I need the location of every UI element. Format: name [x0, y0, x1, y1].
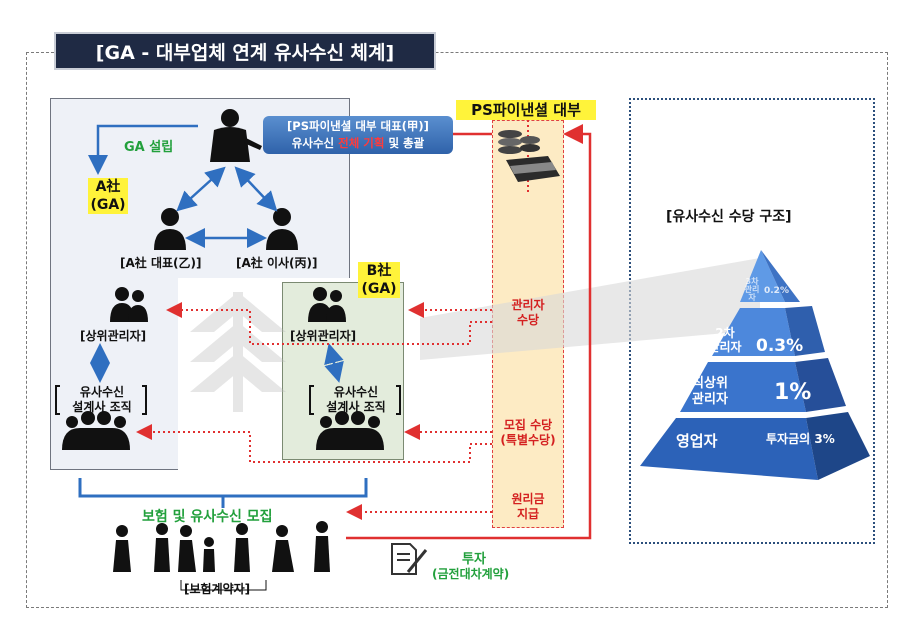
- pyramid-level-1-pct: 0.2%: [764, 286, 789, 296]
- money-stack-icon: [498, 130, 560, 182]
- a-company-name: A社: [95, 179, 121, 195]
- ps-role-highlight: 전체 기획: [338, 136, 385, 150]
- recruit-fee-line1: 모집 수당: [503, 418, 553, 432]
- pyramid-title: [유사수신 수당 구조]: [666, 209, 792, 225]
- planner-org-b-line1: 유사수신: [333, 385, 379, 399]
- planner-org-a-line2: 설계사 조직: [72, 400, 132, 414]
- a-company-type: (GA): [90, 197, 126, 213]
- level-2-label: 2차: [715, 326, 735, 340]
- upper-manager-b-label: [상위관리자]: [290, 329, 357, 343]
- ps-ceo-person-icon: [210, 109, 262, 162]
- manager-fee-label: 관리자 수당: [492, 298, 564, 328]
- ps-ceo-badge: [PS파이낸셜 대부 대표(甲)] 유사수신 전체 기획 및 총괄: [263, 116, 453, 154]
- page-title: [GA - 대부업체 연계 유사수신 체계]: [54, 32, 436, 70]
- invest-sub-label: (금전대차계약): [432, 567, 510, 581]
- planner-org-a-line1: 유사수신: [79, 385, 125, 399]
- level-1-label: 3차: [745, 277, 759, 286]
- planner-org-a-icon: [62, 411, 130, 450]
- watermark-tree-icon: [190, 292, 286, 412]
- manager-fee-line2: 수당: [516, 313, 540, 327]
- b-company-tag: B社 (GA): [358, 262, 400, 298]
- pyramid-level-4-pct: 투자금의 3%: [766, 432, 835, 446]
- recruit-title: 보험 및 유사수신 모집: [142, 509, 273, 525]
- invest-label: 투자: [462, 552, 486, 567]
- pyramid-chart: [640, 250, 870, 480]
- upper-manager-a-label: [상위관리자]: [80, 329, 147, 343]
- a-company-tag: A社 (GA): [88, 178, 128, 214]
- principal-line2: 지급: [516, 507, 540, 521]
- contractors-icon: [113, 521, 330, 572]
- principal-payment-label: 원리금 지급: [492, 492, 564, 522]
- manager-fee-line1: 관리자: [511, 298, 545, 312]
- planner-org-a-label: 유사수신 설계사 조직: [62, 385, 142, 415]
- planner-org-b-label: 유사수신 설계사 조직: [316, 385, 396, 415]
- b-company-type: (GA): [361, 281, 397, 297]
- level-1-sub: 관리자: [744, 285, 760, 302]
- ps-ceo-title: [PS파이낸셜 대부 대표(甲)]: [287, 119, 429, 133]
- pyramid-level-2-pct: 0.3%: [756, 336, 804, 356]
- a-ceo-person-icon: [154, 208, 186, 250]
- ga-setup-label: GA 설립: [124, 140, 174, 155]
- a-ceo-label: [A社 대표(乙)]: [120, 256, 202, 270]
- ps-company-label: PS파이낸셜 대부: [456, 100, 596, 120]
- pyramid-level-3-pct: 1%: [774, 380, 812, 405]
- upper-manager-b-icon: [308, 287, 346, 322]
- b-company-name: B社: [366, 263, 392, 279]
- level-3-sub: 관리자: [692, 392, 728, 407]
- pyramid-level-2-name: 2차 관리자: [700, 326, 750, 354]
- upper-manager-a-icon: [110, 287, 148, 322]
- pyramid-level-4-name: 영업자: [676, 432, 718, 450]
- planner-org-b-line2: 설계사 조직: [326, 400, 386, 414]
- a-director-person-icon: [266, 208, 298, 250]
- a-director-label: [A社 이사(丙)]: [236, 256, 318, 270]
- outer-frame: [26, 52, 888, 608]
- ps-role-pre: 유사수신: [291, 136, 339, 150]
- planner-org-b-icon: [316, 411, 384, 450]
- recruit-fee-line2: (특별수당): [500, 433, 556, 447]
- pyramid-level-3-name: 직상위 관리자: [680, 376, 740, 408]
- contractors-label: [보험계약자]: [184, 582, 251, 596]
- principal-line1: 원리금: [511, 492, 545, 506]
- contract-document-icon: [391, 543, 428, 575]
- ps-role-post: 및 총괄: [384, 136, 425, 150]
- level-2-sub: 관리자: [708, 340, 742, 354]
- pyramid-level-1-name: 3차 관리자: [742, 278, 762, 302]
- ps-ceo-role: 유사수신 전체 기획 및 총괄: [263, 135, 453, 152]
- level-3-label: 직상위: [692, 376, 728, 391]
- recruit-fee-label: 모집 수당 (특별수당): [492, 418, 564, 448]
